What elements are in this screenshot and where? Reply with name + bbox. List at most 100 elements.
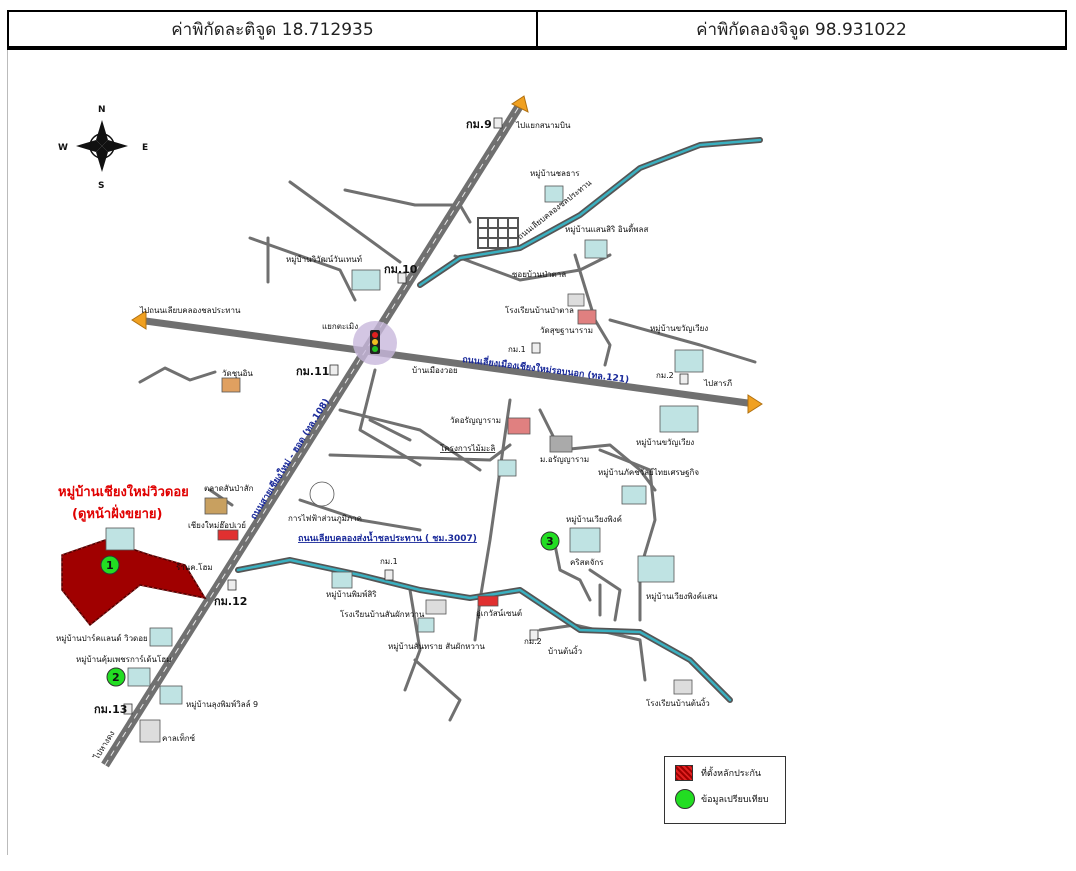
- label-garage: อู่เกวัสน์เซนต์: [476, 608, 522, 619]
- label-v-kwan: หมู่บ้านขวัญเวียง: [650, 324, 708, 334]
- traffic-light-icon: [370, 330, 380, 354]
- marker-3: [540, 531, 560, 551]
- building-icons: [105, 185, 704, 743]
- longitude-cell: ค่าพิกัดลองจิจูด 98.931022: [536, 12, 1065, 46]
- label-market: ตลาดสันป่าสัก: [204, 484, 254, 493]
- house-icon: [127, 667, 151, 687]
- ring-road: [131, 310, 763, 414]
- village-grid: [477, 217, 519, 249]
- label-v-chai: หมู่บ้านคุ้มเพชรการ์เด้นโฮม: [76, 654, 171, 665]
- house-icon: [331, 571, 353, 589]
- label-electric: การไฟฟ้าส่วนภูมิภาค: [288, 514, 362, 524]
- temple-icon: [577, 309, 597, 325]
- left-border: [7, 50, 8, 855]
- label-v-park: หมู่บ้านปาร์คแลนด์ วิวดอย: [56, 633, 148, 644]
- compass-e: E: [142, 143, 148, 153]
- label-to-airport: ไปแยกสนามบิน: [515, 121, 571, 130]
- house-icon: [659, 405, 699, 433]
- legend-row-compare: ข้อมูลเปรียบเทียบ: [675, 789, 785, 809]
- house-icon: [497, 459, 517, 477]
- legend-swatch-compare: [675, 789, 695, 809]
- coordinate-bar: ค่าพิกัดละติจูด 18.712935 ค่าพิกัดลองจิจ…: [7, 10, 1067, 50]
- school-icon: [673, 679, 693, 695]
- compass-icon: [76, 120, 128, 172]
- label-v-ruen-nimit: หมู่บ้านแสนสิริ อินดี้พลส: [565, 223, 648, 235]
- marker-2: [106, 667, 126, 687]
- house-icon: [149, 627, 173, 647]
- label-km2-ring: กม.2: [656, 371, 674, 380]
- label-v-wat-dok: หมู่บ้านวิวัฒน์วันเทนท์: [286, 254, 362, 265]
- label-school-patan: โรงเรียนบ้านป่าตาล: [505, 305, 574, 315]
- label-v-thung-pao: หมู่บ้านลุงพิมพ์วิลล์ 9: [186, 699, 258, 710]
- marker-1: [100, 555, 120, 575]
- school-icon: [567, 293, 585, 307]
- label-km1-canal: กม.1: [380, 557, 398, 566]
- arrow-north: [511, 95, 529, 113]
- market-icon: [204, 497, 228, 515]
- compass-n: N: [98, 105, 106, 115]
- label-wat-thung: วัดสุขฐานาราม: [540, 326, 593, 335]
- label-ban-mueang: บ้านเมืองวอย: [412, 366, 458, 375]
- car-icon: [477, 595, 499, 607]
- car-icon: [217, 529, 239, 541]
- label-km13: กม.13: [94, 703, 127, 716]
- marker-2-label: 2: [112, 671, 120, 684]
- house-icon: [159, 685, 183, 705]
- legend-swatch-site: [675, 765, 693, 781]
- label-v-wiang-ping: หมู่บ้านเวียงพิงค์: [566, 514, 622, 525]
- house-icon: [544, 185, 564, 203]
- main-road: [101, 95, 529, 768]
- label-v-wiang-phan: หมู่บ้านเวียงพิงค์แสน: [646, 591, 718, 602]
- label-v-phimsiri: หมู่บ้านพิมพ์สิริ: [326, 589, 377, 600]
- label-to-canal-road: ไปถนนเลียบคลองชลประทาน: [139, 306, 241, 315]
- label-km1-ring: กม.1: [508, 345, 526, 354]
- label-wat-aran: วัดอรัญญาราม: [450, 416, 501, 425]
- house-icon: [584, 239, 608, 259]
- label-km2-canal: กม.2: [524, 637, 542, 646]
- label-ban-tonkew: บ้านต้นงิ้ว: [548, 645, 582, 656]
- label-project-mai: โครงการไม้มะลิ: [440, 443, 495, 453]
- label-km9: กม.9: [466, 118, 492, 131]
- label-project: หมู่บ้านเชียงใหม่วิวดอย: [58, 483, 189, 500]
- house-icon: [637, 555, 675, 583]
- label-v-kwan2: หมู่บ้านขวัญเวียง: [636, 438, 694, 448]
- project-plot: [61, 539, 207, 627]
- label-cm-hospital: เชียงใหม่ฮ๊อปเวย์: [188, 520, 246, 530]
- label-to-sarapi: ไปสารภี: [703, 379, 732, 388]
- label-caltex: คาลเท็กซ์: [162, 733, 196, 743]
- label-intersection: แยกตะเมิง: [322, 322, 358, 331]
- school-icon: [549, 435, 573, 453]
- latitude-cell: ค่าพิกัดละติจูด 18.712935: [171, 19, 374, 40]
- house-icon: [621, 485, 647, 505]
- arrow-east: [747, 394, 763, 414]
- minor-roads: [138, 180, 757, 722]
- legend-row-site: ที่ตั้งหลักประกัน: [675, 765, 785, 781]
- label-km10: กม.10: [384, 263, 418, 276]
- label-soi: ซอยบ้านป่าตาล: [512, 270, 566, 279]
- km-post-icons: [123, 117, 689, 715]
- label-km12: กม.12: [214, 595, 247, 608]
- label-v-chontara: หมู่บ้านชลธาร: [530, 169, 580, 179]
- label-church: คริสตจักร: [570, 558, 604, 567]
- school-icon: [425, 599, 447, 615]
- map-legend: ที่ตั้งหลักประกัน ข้อมูลเปรียบเทียบ: [664, 756, 786, 824]
- marker-1-label: 1: [106, 559, 114, 572]
- electric-logo-icon: [309, 481, 335, 507]
- legend-label-site: ที่ตั้งหลักประกัน: [701, 769, 762, 779]
- label-wat-chula: วัดชุนอิน: [222, 369, 253, 378]
- legend-label-compare: ข้อมูลเปรียบเทียบ: [701, 795, 769, 805]
- temple-icon: [221, 377, 241, 393]
- temple-icon: [507, 417, 531, 435]
- compass-w: W: [58, 143, 68, 153]
- label-canal-road-south: ถนนเลียบคลองส่งน้ำชลประทาน ( ชม.3007): [298, 531, 477, 544]
- label-school-sakaw: โรงเรียนบ้านสันผักหวาน: [340, 609, 425, 619]
- compass-s: S: [98, 181, 104, 191]
- label-shop: ร้านค.โฮม: [176, 562, 213, 572]
- label-project-sub: (ดูหน้าฝั่งขยาย): [72, 504, 162, 522]
- house-icon: [105, 527, 135, 551]
- arrow-west: [131, 310, 147, 330]
- label-v-sansaikam: หมู่บ้านสันทราย สันผักหวาน: [388, 642, 485, 652]
- house-icon: [351, 269, 381, 291]
- label-school-tonkew: โรงเรียนบ้านต้นงิ้ว: [646, 697, 710, 708]
- label-ban-thung: ม.อรัญญาราม: [540, 455, 589, 464]
